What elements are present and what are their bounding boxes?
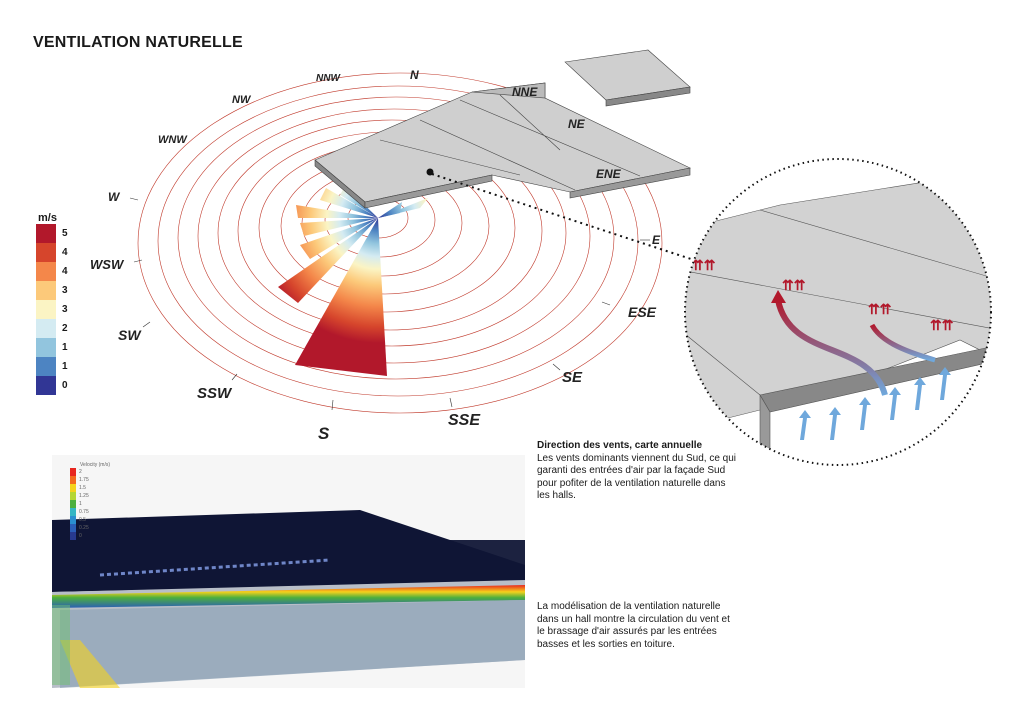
page-title: VENTILATION NATURELLE — [33, 34, 243, 51]
cfd-legend-label: 1 — [79, 501, 82, 507]
cfd-legend-swatch — [70, 532, 76, 540]
legend-swatch — [36, 262, 56, 281]
legend-label: 4 — [62, 266, 68, 277]
legend-row: 1 — [36, 357, 68, 376]
svg-text:⇈⇈: ⇈⇈ — [930, 317, 954, 333]
cfd-legend-row: 1 — [70, 500, 110, 508]
cfd-legend-title: Velocity (m/s) — [80, 462, 111, 468]
legend-swatch — [36, 376, 56, 395]
cfd-caption: La modélisation de la ventilation nature… — [537, 601, 737, 651]
direction-label-w: W — [108, 190, 120, 204]
legend-row: 2 — [36, 319, 68, 338]
cfd-legend-label: 1.75 — [79, 477, 89, 483]
cfd-legend-swatch — [70, 492, 76, 500]
magnified-detail: ⇈⇈ ⇈⇈ ⇈⇈ ⇈⇈ — [684, 158, 992, 466]
building-3d — [314, 49, 691, 209]
legend-row: 4 — [36, 243, 68, 262]
direction-label-ne: NE — [568, 117, 585, 131]
wind-caption-body: Les vents dominants viennent du Sud, ce … — [537, 452, 737, 502]
cfd-legend-label: 1.5 — [79, 485, 86, 491]
wind-rose-spokes — [129, 197, 650, 411]
callout-line — [431, 173, 701, 263]
petal-WSW — [300, 218, 378, 236]
legend-row: 3 — [36, 281, 68, 300]
cfd-velocity-legend: Velocity (m/s) 2 1.75 1.5 1.25 1 0.75 0.5 0.25 0 — [70, 462, 110, 540]
legend-label: 5 — [62, 228, 68, 239]
cfd-legend-row: 0.5 — [70, 516, 110, 524]
petal-ENE — [378, 202, 402, 218]
cfd-legend-row: 0 — [70, 532, 110, 540]
cfd-legend-swatch — [70, 508, 76, 516]
legend-swatch — [36, 319, 56, 338]
direction-label-nw: NW — [232, 94, 251, 106]
legend-swatch — [36, 338, 56, 357]
cfd-legend-label: 1.25 — [79, 493, 89, 499]
cfd-legend-swatch — [70, 468, 76, 476]
petal-S — [295, 218, 387, 376]
wind-caption: Direction des vents, carte annuelle Les … — [537, 440, 737, 503]
legend-label: 1 — [62, 342, 68, 353]
direction-label-ese: ESE — [628, 304, 657, 320]
cfd-legend-label: 0.25 — [79, 525, 89, 531]
legend-swatch — [36, 357, 56, 376]
cfd-legend-row: 0.75 — [70, 508, 110, 516]
legend-swatch — [36, 281, 56, 300]
svg-text:⇈⇈: ⇈⇈ — [692, 257, 716, 273]
cfd-legend-label: 0 — [79, 533, 82, 539]
cfd-legend-row: 2 — [70, 468, 110, 476]
wind-caption-title: Direction des vents, carte annuelle — [537, 440, 703, 451]
legend-label: 3 — [62, 304, 68, 315]
legend-label: 4 — [62, 247, 68, 258]
direction-label-wnw: WNW — [158, 134, 187, 146]
legend-row: 4 — [36, 262, 68, 281]
direction-label-nne: NNE — [512, 85, 538, 99]
cfd-legend-swatch — [70, 524, 76, 532]
cfd-legend-swatch — [70, 516, 76, 524]
direction-label-e: E — [652, 233, 661, 247]
petal-WNW — [320, 188, 378, 218]
legend-swatch — [36, 300, 56, 319]
cfd-legend-swatch — [70, 476, 76, 484]
direction-label-s: S — [318, 424, 330, 443]
svg-text:⇈⇈: ⇈⇈ — [782, 277, 806, 293]
legend-label: 3 — [62, 285, 68, 296]
direction-label-ssw: SSW — [197, 385, 232, 402]
direction-label-sw: SW — [118, 327, 141, 343]
cfd-legend-row: 1.75 — [70, 476, 110, 484]
cfd-caption-body: La modélisation de la ventilation nature… — [537, 601, 730, 650]
cfd-legend-row: 1.25 — [70, 492, 110, 500]
legend-swatch — [36, 224, 56, 243]
legend-label: 1 — [62, 361, 68, 372]
legend-unit: m/s — [38, 212, 57, 224]
cfd-legend-row: 0.25 — [70, 524, 110, 532]
wind-speed-legend: m/s 5 4 4 3 3 2 1 1 0 — [36, 212, 68, 395]
legend-row: 3 — [36, 300, 68, 319]
wind-rose-petals — [278, 186, 428, 376]
cfd-legend-label: 0.75 — [79, 509, 89, 515]
direction-label-se: SE — [562, 369, 583, 386]
legend-row: 5 — [36, 224, 68, 243]
callout-point — [426, 168, 434, 176]
cfd-legend-swatch — [70, 484, 76, 492]
cfd-simulation-image — [52, 455, 525, 688]
legend-swatch — [36, 243, 56, 262]
direction-label-nnw: NNW — [316, 73, 340, 84]
legend-label: 2 — [62, 323, 68, 334]
cfd-legend-row: 1.5 — [70, 484, 110, 492]
direction-label-wsw: WSW — [90, 257, 124, 272]
cfd-legend-swatch — [70, 500, 76, 508]
legend-row: 1 — [36, 338, 68, 357]
cfd-legend-label: 2 — [79, 469, 82, 475]
petal-W — [296, 205, 378, 218]
petal-SW — [300, 218, 378, 259]
direction-label-sse: SSE — [448, 412, 481, 429]
petal-SSW — [278, 218, 378, 303]
direction-label-n: N — [410, 68, 419, 82]
cfd-legend-label: 0.5 — [79, 517, 86, 523]
legend-row: 0 — [36, 376, 68, 395]
legend-label: 0 — [62, 380, 68, 391]
direction-label-ene: ENE — [596, 167, 621, 181]
svg-text:⇈⇈: ⇈⇈ — [868, 301, 892, 317]
